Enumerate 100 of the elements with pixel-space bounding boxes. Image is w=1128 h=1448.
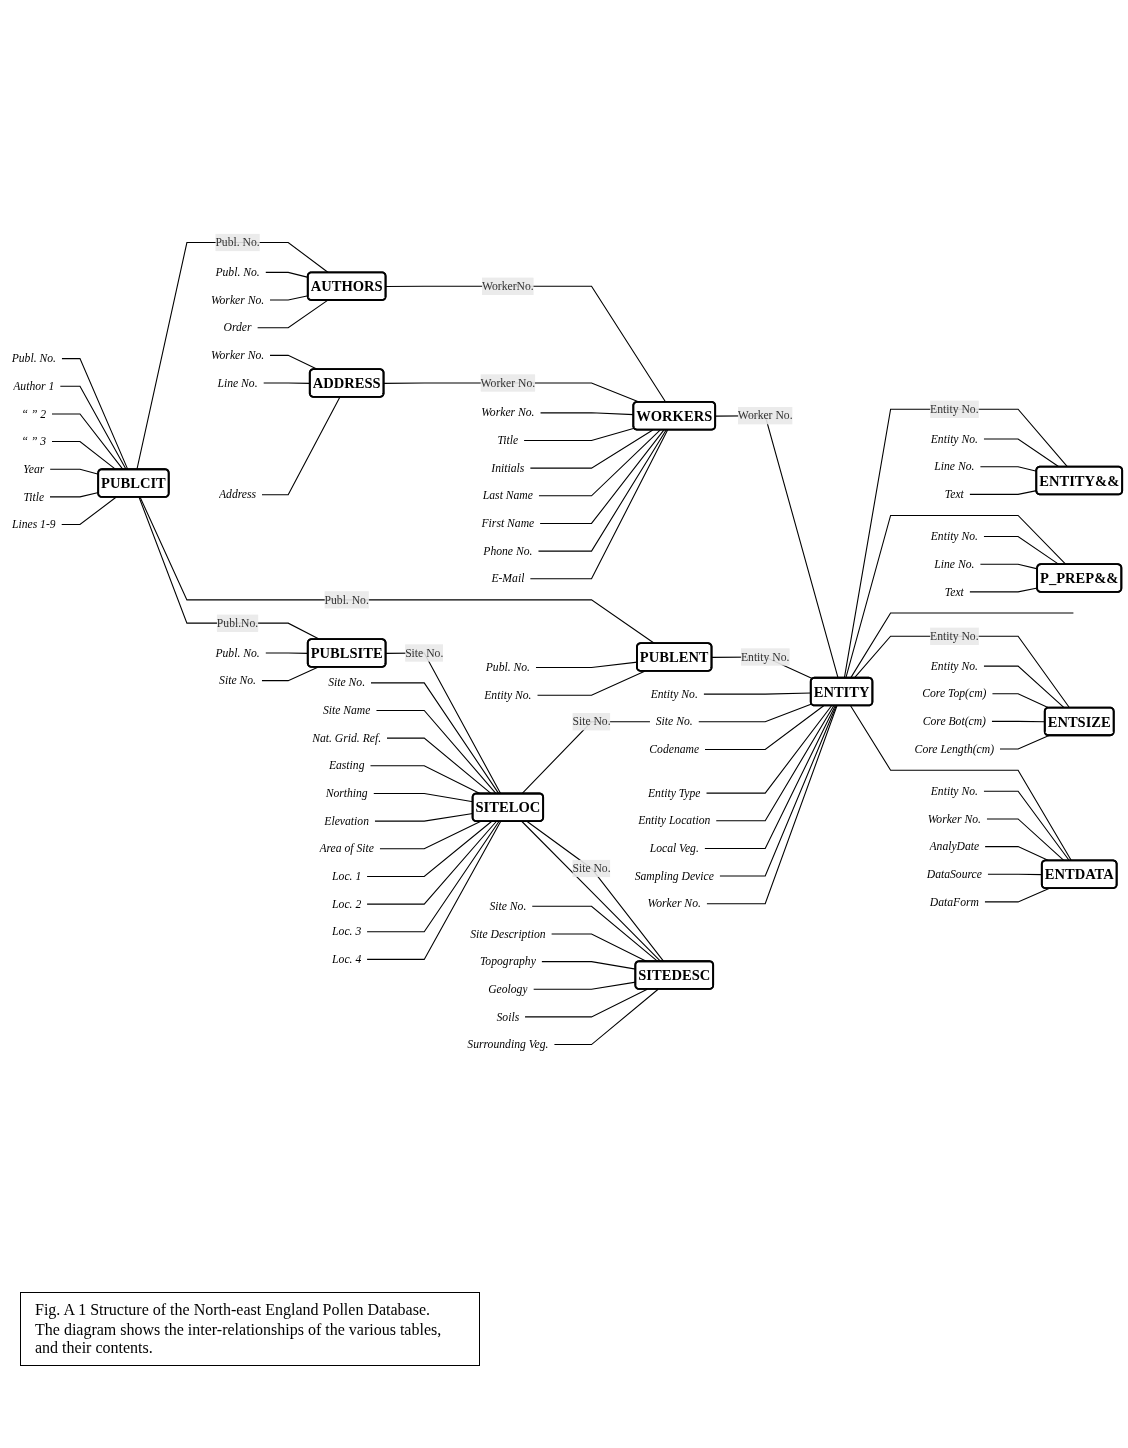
connector xyxy=(715,415,839,679)
node-text: Publ. No. xyxy=(215,265,260,279)
edge-label: Entity No. xyxy=(930,402,979,416)
connector xyxy=(59,385,127,471)
connector xyxy=(704,705,836,849)
connector xyxy=(706,705,838,905)
node-text: Phone No. xyxy=(483,544,533,557)
connector xyxy=(379,820,481,850)
connector xyxy=(370,682,500,795)
node-text: Local Veg. xyxy=(649,841,699,855)
node-text: Title xyxy=(497,433,519,447)
node-text: Geology xyxy=(488,982,528,996)
connector xyxy=(539,429,665,524)
node-text: Easting xyxy=(328,759,365,772)
node-text: Publ. No. xyxy=(11,352,56,365)
node-text: Core Length(cm) xyxy=(914,742,995,755)
node-text: Publ. No. xyxy=(215,646,260,659)
node-text: Entity No. xyxy=(930,659,978,672)
node-text: Worker No. xyxy=(210,293,265,306)
node-text: Last Name xyxy=(482,489,533,502)
node-text: Publ. No. xyxy=(485,661,531,674)
node-text: DataForm xyxy=(929,895,979,908)
edge-label: Entity No. xyxy=(740,650,790,663)
node-text: Loc. 3 xyxy=(332,925,362,938)
connector xyxy=(991,693,1050,709)
node-text: Line No. xyxy=(934,557,975,571)
node-text: Line No. xyxy=(217,376,258,389)
node-text: Elevation xyxy=(324,814,369,827)
node-text: “ ” 3 xyxy=(21,435,47,448)
node-text: Order xyxy=(223,321,252,334)
connector xyxy=(523,427,635,442)
connector xyxy=(386,737,493,795)
connector xyxy=(719,705,837,877)
connector xyxy=(261,666,319,682)
node-text: Worker No. xyxy=(481,406,535,419)
connector xyxy=(61,358,129,471)
connector xyxy=(529,429,654,469)
node-text: Site Name xyxy=(322,703,371,717)
connector xyxy=(524,988,648,1018)
node-text: Worker No. xyxy=(210,348,265,362)
node-text: Lines 1-9 xyxy=(11,518,56,531)
node-text: Line No. xyxy=(934,460,975,473)
connector xyxy=(366,820,497,905)
node-text: E-Mail xyxy=(491,572,525,585)
connector xyxy=(375,709,497,795)
edge-label: Worker No. xyxy=(480,376,536,389)
node-text: First Name xyxy=(481,516,535,530)
connector xyxy=(536,670,646,696)
connector xyxy=(984,846,1050,862)
node-text: Surrounding Veg. xyxy=(467,1038,549,1051)
connector xyxy=(979,563,1038,570)
node-text: Loc. 2 xyxy=(332,897,362,910)
node-text: Title xyxy=(23,490,45,503)
connector xyxy=(256,299,329,329)
connector xyxy=(999,735,1050,750)
node-text: Text xyxy=(944,487,964,501)
node-text: Year xyxy=(23,462,45,476)
node-text: Worker No. xyxy=(647,897,701,910)
node-text: Area of Site xyxy=(319,842,374,855)
node-text: Initials xyxy=(491,461,525,474)
node-text: Entity Location xyxy=(638,814,711,827)
connector xyxy=(385,652,502,795)
node-text: Sampling Device xyxy=(634,869,714,882)
node-text: Author 1 xyxy=(13,379,55,393)
connector xyxy=(60,496,117,526)
node-text: Site No. xyxy=(328,676,366,689)
connector xyxy=(553,988,659,1046)
connector xyxy=(139,496,656,645)
node-text: Loc. 1 xyxy=(332,869,362,883)
node-text: DataSource xyxy=(926,867,982,881)
node-text: Address xyxy=(219,488,257,501)
connector xyxy=(261,396,341,496)
node-text: Entity No. xyxy=(930,432,978,445)
connector xyxy=(983,438,1060,468)
connector xyxy=(537,429,667,552)
node-text: Loc. 4 xyxy=(332,952,362,966)
edge-label: Entity No. xyxy=(930,629,979,643)
node-text: Topography xyxy=(479,955,536,968)
connector xyxy=(983,665,1065,709)
connector xyxy=(984,887,1050,903)
node-text: Entity No. xyxy=(930,784,978,798)
connector xyxy=(531,905,659,963)
node-text: Core Top(cm) xyxy=(922,687,987,700)
node-text: Entity No. xyxy=(650,687,698,700)
edge-label: WorkerNo. xyxy=(481,279,534,293)
node-text: Site No. xyxy=(219,674,256,687)
edge-label: Publ. No. xyxy=(324,593,369,606)
node-text: Soils xyxy=(496,1010,520,1023)
connector xyxy=(986,818,1065,862)
connector xyxy=(366,820,493,877)
edge-label: Worker No. xyxy=(737,409,793,422)
connector xyxy=(366,820,502,960)
edge-label: Site No. xyxy=(572,861,611,875)
figure-caption: Fig. A 1 Structure of the North-east England Pollen Database. xyxy=(35,1301,432,1319)
connector xyxy=(704,705,825,750)
caption-note: The diagram shows the inter-relationships of the various tables, and their contents. xyxy=(35,1321,443,1357)
connector xyxy=(51,413,124,471)
connector xyxy=(983,790,1070,862)
edge-label: Publ.No. xyxy=(216,616,259,629)
node-text: Worker No. xyxy=(927,812,981,825)
